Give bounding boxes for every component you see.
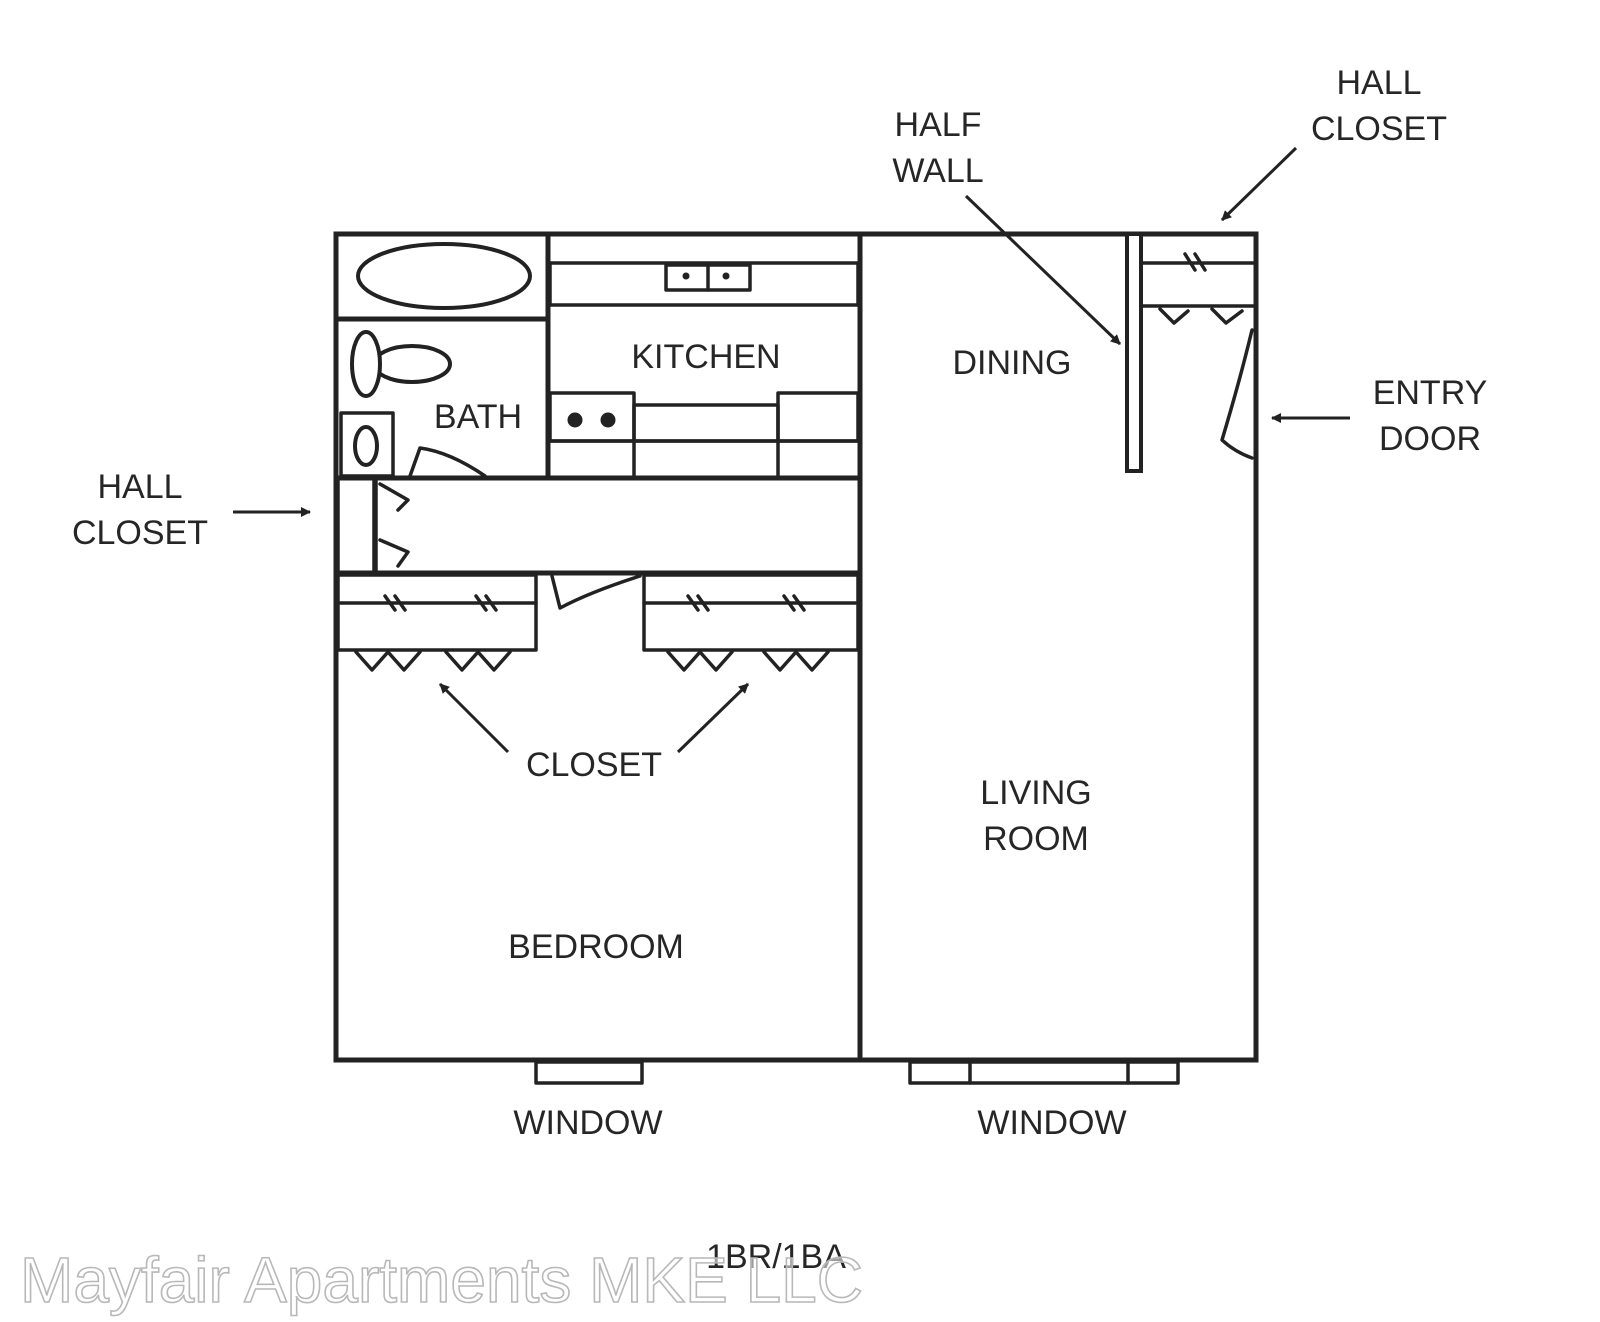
window-bedroom-label: WINDOW (513, 1104, 662, 1142)
entry-door-label-line1: ENTRY (1373, 374, 1488, 412)
upper-counter (548, 261, 860, 307)
bath-door-swing (408, 446, 487, 478)
half-wall (1125, 232, 1143, 473)
toilet-tank (350, 330, 382, 398)
hall-closet-top-arrow (1220, 146, 1298, 222)
callout-labels: HALF WALL HALL CLOSET ENTRY DOOR HALL CL… (72, 64, 1487, 1142)
hall-closet-left-label-line2: CLOSET (72, 514, 208, 552)
walls (333, 231, 1259, 1063)
closet-right-arrow (676, 682, 750, 754)
sink (353, 425, 379, 467)
windows (534, 1060, 1180, 1085)
burner-icon (567, 412, 583, 428)
closet-left (336, 573, 538, 652)
bath-fixtures (339, 242, 532, 478)
half-wall-label-line1: HALF (895, 106, 982, 144)
half-wall-arrow (964, 194, 1122, 346)
stove (548, 391, 636, 443)
kitchen-label: KITCHEN (631, 338, 780, 376)
entry-door-swing (1220, 328, 1254, 460)
hall-closet-left-label-line1: HALL (97, 468, 182, 506)
closet-left-arrow (438, 682, 510, 754)
living-room-label-line1: LIVING (980, 774, 1091, 812)
bedroom-label: BEDROOM (508, 928, 684, 966)
living-room-label-line2: ROOM (983, 820, 1089, 858)
refrigerator (776, 391, 860, 443)
bedroom-door-swing (550, 574, 642, 610)
half-wall-label-line2: WALL (892, 152, 983, 190)
window-bedroom (534, 1060, 644, 1085)
bath-label: BATH (434, 398, 522, 436)
kitchen-fixtures (548, 261, 860, 480)
outer-wall (333, 231, 1259, 1063)
unit-type-label: 1BR/1BA (706, 1238, 846, 1276)
entry-door-label-line2: DOOR (1379, 420, 1481, 458)
watermark: Mayfair Apartments MKE LLC (20, 1244, 863, 1316)
hall-closet-left-doors (374, 478, 410, 574)
room-labels: KITCHEN DINING BATH LIVING ROOM BEDROOM (434, 338, 1092, 966)
hall-closet-top-label-line1: HALL (1336, 64, 1421, 102)
dining-label: DINING (953, 344, 1072, 382)
callout-arrows (233, 146, 1350, 754)
bathtub (356, 242, 532, 310)
vanity (339, 411, 395, 478)
lower-counter (632, 403, 780, 443)
closet-label: CLOSET (526, 746, 662, 784)
bedroom-closets (336, 573, 860, 672)
window-living-label: WINDOW (977, 1104, 1126, 1142)
closet-right (642, 573, 860, 652)
toilet-seat (372, 344, 452, 384)
window-living (908, 1060, 1180, 1085)
burner-icon (600, 412, 616, 428)
hall-closet-top-label-line2: CLOSET (1311, 110, 1447, 148)
hall-closet-left-box (336, 476, 376, 575)
hall-closet-top-box (1139, 252, 1256, 460)
